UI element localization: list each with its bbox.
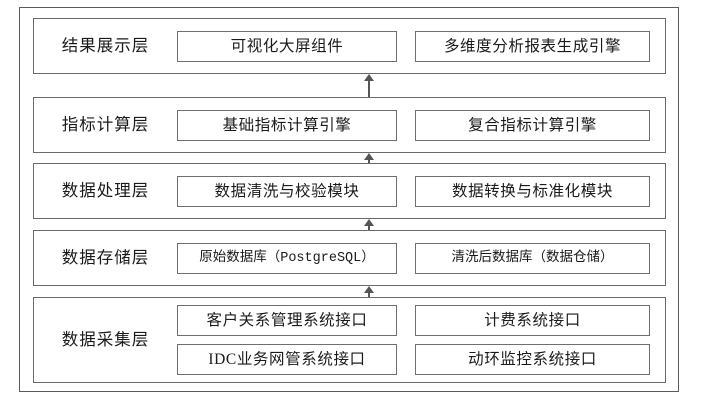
- module-cleaned-database-warehouse[interactable]: 清洗后数据库（数据仓储）: [415, 242, 650, 274]
- module-visualization-dashboard[interactable]: 可视化大屏组件: [177, 30, 397, 62]
- module-billing-system-interface[interactable]: 计费系统接口: [415, 305, 650, 336]
- layer-modules-data-processing: 数据清洗与校验模块 数据转换与标准化模块: [177, 175, 665, 207]
- module-multidimensional-report-engine[interactable]: 多维度分析报表生成引擎: [415, 30, 650, 62]
- layer-data-processing[interactable]: 数据处理层 数据清洗与校验模块 数据转换与标准化模块: [33, 163, 666, 219]
- layer-modules-data-storage: 原始数据库（PostgreSQL） 清洗后数据库（数据仓储）: [177, 242, 665, 274]
- arrow-head-icon: [364, 153, 374, 160]
- layer-modules-data-collection: 客户关系管理系统接口 计费系统接口 IDC业务网管系统接口 动环监控系统接口: [177, 305, 665, 375]
- layer-data-storage[interactable]: 数据存储层 原始数据库（PostgreSQL） 清洗后数据库（数据仓储）: [33, 230, 666, 286]
- module-row: 原始数据库（PostgreSQL） 清洗后数据库（数据仓储）: [177, 242, 651, 274]
- layer-label-data-storage: 数据存储层: [61, 248, 150, 268]
- module-row: 可视化大屏组件 多维度分析报表生成引擎: [177, 30, 651, 62]
- layer-modules-result-presentation: 可视化大屏组件 多维度分析报表生成引擎: [177, 30, 665, 62]
- arrow-up-processing-to-metric: [362, 153, 376, 163]
- module-composite-metric-engine[interactable]: 复合指标计算引擎: [415, 109, 650, 141]
- module-raw-database-postgresql[interactable]: 原始数据库（PostgreSQL）: [177, 242, 397, 274]
- arrow-shaft: [368, 290, 370, 297]
- layer-stack: 结果展示层 可视化大屏组件 多维度分析报表生成引擎 指标计算层 基础指标计算引擎…: [33, 18, 666, 383]
- layer-label-result-presentation: 结果展示层: [61, 36, 150, 56]
- layer-label-data-processing: 数据处理层: [61, 181, 150, 201]
- module-idc-network-management-interface[interactable]: IDC业务网管系统接口: [177, 344, 397, 375]
- module-row: 客户关系管理系统接口 计费系统接口: [177, 305, 651, 336]
- layer-modules-metric-computation: 基础指标计算引擎 复合指标计算引擎: [177, 109, 665, 141]
- module-row: 基础指标计算引擎 复合指标计算引擎: [177, 109, 651, 141]
- arrow-shaft: [368, 223, 370, 230]
- arrow-up-collection-to-storage: [362, 286, 376, 297]
- layer-result-presentation[interactable]: 结果展示层 可视化大屏组件 多维度分析报表生成引擎: [33, 18, 666, 74]
- architecture-diagram: 结果展示层 可视化大屏组件 多维度分析报表生成引擎 指标计算层 基础指标计算引擎…: [19, 7, 679, 392]
- arrow-head-icon: [364, 74, 374, 81]
- layer-label-metric-computation: 指标计算层: [61, 115, 150, 135]
- arrow-head-icon: [364, 286, 374, 293]
- layer-metric-computation[interactable]: 指标计算层 基础指标计算引擎 复合指标计算引擎: [33, 97, 666, 153]
- module-data-cleaning-validation[interactable]: 数据清洗与校验模块: [177, 175, 397, 207]
- layer-label-data-collection: 数据采集层: [61, 330, 150, 350]
- module-row: IDC业务网管系统接口 动环监控系统接口: [177, 344, 651, 375]
- layer-data-collection[interactable]: 数据采集层 客户关系管理系统接口 计费系统接口 IDC业务网管系统接口 动环监控…: [33, 297, 666, 383]
- module-data-transform-standardization[interactable]: 数据转换与标准化模块: [415, 175, 650, 207]
- arrow-head-icon: [364, 219, 374, 226]
- arrow-up-storage-to-processing: [362, 219, 376, 230]
- module-environment-monitoring-interface[interactable]: 动环监控系统接口: [415, 344, 650, 375]
- arrow-up-metric-to-result: [362, 74, 376, 97]
- module-crm-system-interface[interactable]: 客户关系管理系统接口: [177, 305, 397, 336]
- module-basic-metric-engine[interactable]: 基础指标计算引擎: [177, 109, 397, 141]
- module-row: 数据清洗与校验模块 数据转换与标准化模块: [177, 175, 651, 207]
- arrow-shaft: [368, 78, 370, 97]
